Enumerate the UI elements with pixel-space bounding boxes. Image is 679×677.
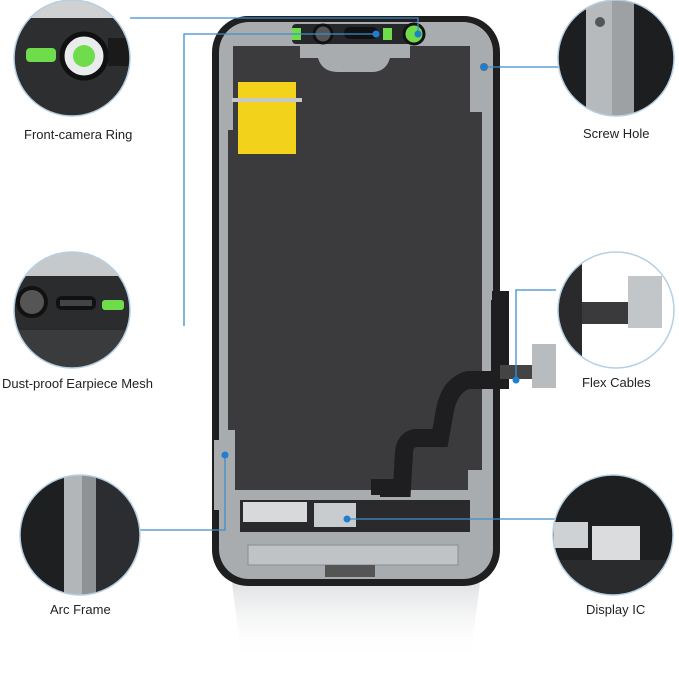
arc-frame-edge	[214, 440, 224, 510]
flex-cable-icon	[556, 250, 679, 370]
camera-ring-icon	[10, 0, 148, 120]
label-front-camera-ring: Front-camera Ring	[24, 127, 132, 142]
bottom-metal-plate	[248, 545, 458, 565]
bottom-connector	[325, 565, 375, 577]
display-ic-chip	[314, 503, 356, 527]
display-ic-icon	[550, 474, 679, 598]
callout-dot	[344, 516, 351, 523]
flex-connector	[532, 344, 556, 388]
phone-screen-assembly	[212, 16, 556, 586]
yellow-tape	[238, 82, 296, 154]
chip-label	[243, 502, 307, 522]
screw-hole-icon	[556, 0, 679, 120]
label-screw-hole: Screw Hole	[583, 126, 649, 141]
callout-dot	[415, 31, 422, 38]
tape-edge	[232, 98, 302, 102]
label-flex-cables: Flex Cables	[582, 375, 651, 390]
callout-dot	[513, 377, 520, 384]
label-arc-frame: Arc Frame	[50, 602, 111, 617]
callout-dot	[373, 31, 380, 38]
label-dust-proof-earpiece-mesh: Dust-proof Earpiece Mesh	[2, 376, 153, 391]
phone-reflection	[232, 583, 480, 660]
earpiece-mesh-icon	[10, 250, 140, 370]
callout-dot	[222, 452, 229, 459]
label-display-ic: Display IC	[586, 602, 645, 617]
callout-dot	[481, 64, 488, 71]
gasket-right	[383, 28, 392, 40]
arc-frame-icon	[18, 474, 156, 598]
